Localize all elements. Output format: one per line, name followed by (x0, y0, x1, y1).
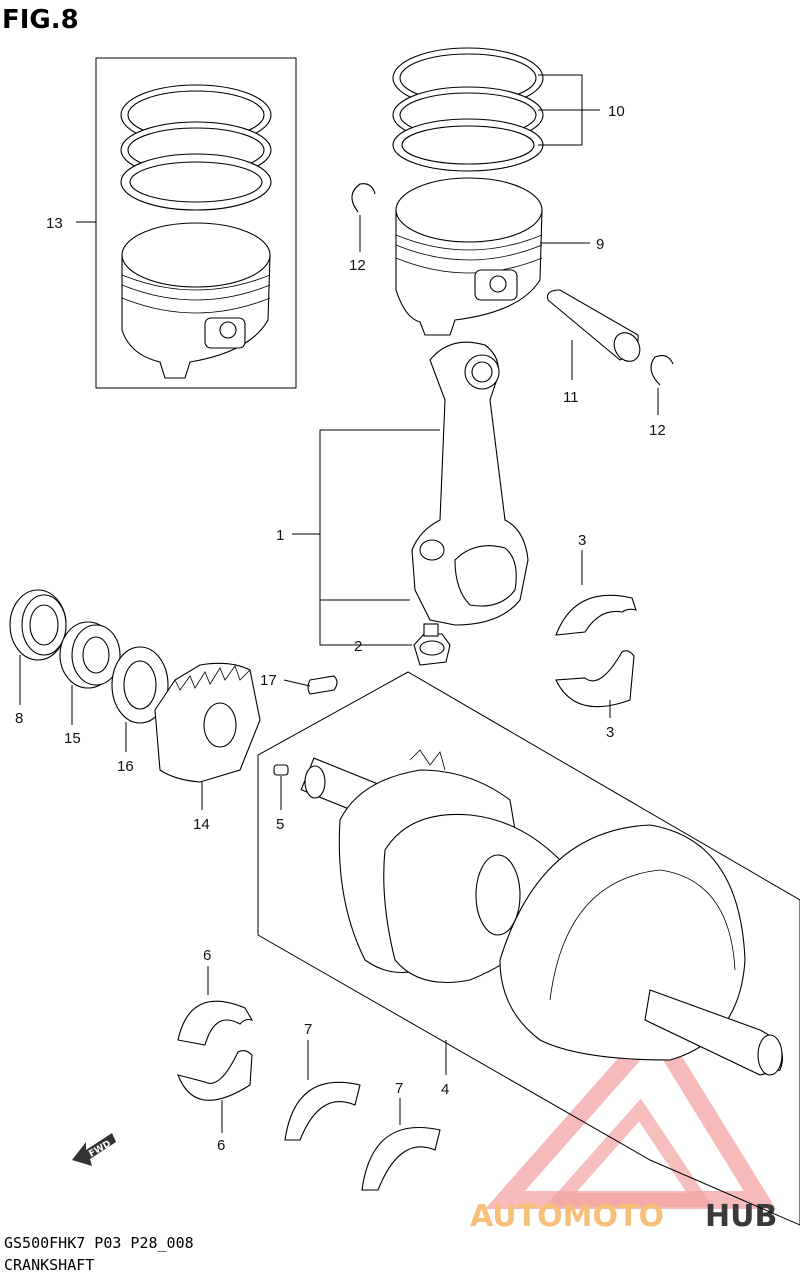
callout-14: 14 (193, 816, 210, 833)
key-17 (307, 675, 338, 695)
fwd-arrow-icon: FWD (72, 1133, 116, 1166)
nut-2 (413, 623, 451, 666)
piston-set-box (95, 57, 297, 389)
crankshaft-box (257, 671, 800, 1226)
piston-set-13 (120, 84, 272, 379)
watermark-text-1: AUTOMOTO (470, 1199, 664, 1234)
main-bearing-6-upper (177, 1000, 254, 1046)
callout-17: 17 (260, 672, 277, 689)
piston-9 (395, 177, 543, 336)
connecting-rod-1 (411, 341, 529, 626)
callout-7-a: 7 (304, 1021, 312, 1038)
callout-4: 4 (441, 1081, 449, 1098)
callout-6-upper: 6 (203, 947, 211, 964)
figure-title: FIG.8 (2, 5, 79, 35)
main-bearing-6-lower (177, 1049, 253, 1101)
leader-lines (19, 74, 659, 1133)
piston-rings-10 (392, 47, 544, 172)
callout-13: 13 (46, 215, 63, 232)
callout-1: 1 (276, 527, 284, 544)
circlip-12-left (351, 183, 376, 213)
callout-2: 2 (354, 638, 362, 655)
callout-5: 5 (276, 816, 284, 833)
callout-9: 9 (596, 236, 604, 253)
callout-6-lower: 6 (217, 1137, 225, 1154)
callout-15: 15 (64, 730, 81, 747)
callout-12-right: 12 (649, 422, 666, 439)
spacer-15 (59, 621, 121, 689)
footer-code: GS500FHK7 P03 P28_008 (4, 1234, 194, 1252)
callout-3-lower: 3 (606, 724, 614, 741)
piston-pin-11 (546, 289, 641, 362)
thrust-washer-7-a (284, 1081, 361, 1141)
callout-12-left: 12 (349, 257, 366, 274)
washer-16 (111, 646, 169, 724)
callout-3-upper: 3 (578, 532, 586, 549)
bearing-3-lower (555, 650, 635, 708)
gear-14 (154, 662, 261, 783)
crankshaft-4 (300, 749, 784, 1076)
callout-7-b: 7 (395, 1080, 403, 1097)
circlip-12-right (650, 355, 674, 386)
callout-8: 8 (15, 710, 23, 727)
oil-seal-8 (9, 589, 67, 661)
callout-11: 11 (563, 389, 579, 406)
footer-name: CRANKSHAFT (4, 1256, 94, 1274)
watermark-text-2: HUB (705, 1199, 777, 1234)
bearing-3-upper (555, 594, 637, 636)
watermark-logo: AUTOMOTO HUB (470, 1014, 777, 1234)
thrust-washer-7-b (361, 1126, 441, 1191)
callout-16: 16 (117, 758, 134, 775)
pin-5 (273, 764, 289, 776)
callout-10: 10 (608, 103, 625, 120)
